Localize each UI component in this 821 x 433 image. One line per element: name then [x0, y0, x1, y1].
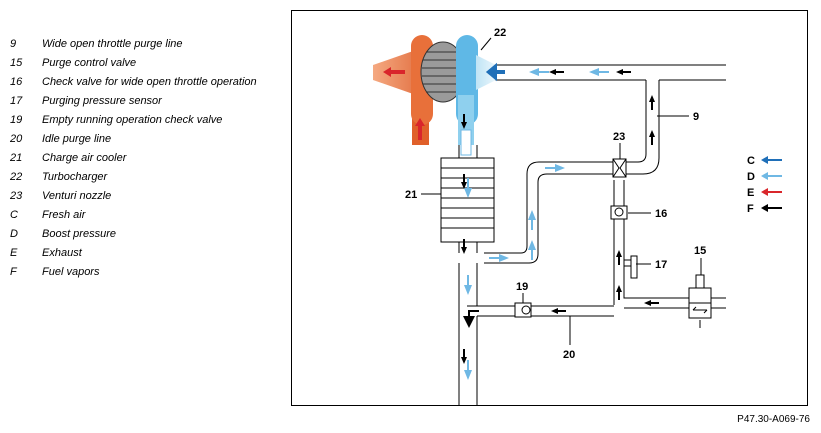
legend-item: 16 Check valve for wide open throttle ope… — [10, 76, 280, 89]
legend-text: Purging pressure sensor — [42, 95, 162, 107]
legend-text: Fresh air — [42, 209, 86, 221]
legend-code: 21 — [10, 152, 23, 164]
key-arrow-fresh-air — [761, 156, 782, 164]
legend-text: Charge air cooler — [42, 152, 127, 164]
leader-lines — [421, 37, 702, 345]
label-15: 15 — [694, 245, 706, 257]
legend-item: 9 Wide open throttle purge line — [10, 38, 280, 51]
purging-pressure-sensor — [623, 255, 638, 279]
legend-item: E Exhaust — [10, 247, 280, 260]
legend-text: Boost pressure — [42, 228, 116, 240]
legend-code: 23 — [10, 190, 23, 202]
legend-code: 16 — [10, 76, 23, 88]
key-letter: D — [747, 171, 755, 183]
legend-item: 22 Turbocharger — [10, 171, 280, 184]
charge-air-cooler — [440, 145, 495, 253]
key-arrow-exhaust — [761, 188, 782, 196]
key-arrow-boost — [761, 172, 782, 180]
label-21: 21 — [405, 189, 417, 201]
legend-item: F Fuel vapors — [10, 266, 280, 279]
flow-arrows-boost — [464, 68, 609, 380]
key-letter: C — [747, 155, 755, 167]
diagram-frame — [291, 10, 808, 406]
venturi-nozzle — [612, 158, 627, 178]
legend-text: Fuel vapors — [42, 266, 100, 278]
purge-system-diagram: 22 9 23 16 17 15 19 20 21 C D E F — [373, 27, 782, 406]
check-valve-wot — [610, 205, 628, 220]
legend-code: 22 — [10, 171, 23, 183]
legend-code: 9 — [10, 38, 17, 50]
legend-code: F — [10, 266, 17, 278]
legend-text: Empty running operation check valve — [42, 114, 223, 126]
diagram-labels: 22 9 23 16 17 15 19 20 21 — [405, 27, 706, 361]
legend-text: Turbocharger — [42, 171, 108, 183]
legend-code: E — [10, 247, 18, 259]
legend-text: Purge control valve — [42, 57, 137, 69]
label-19: 19 — [516, 281, 528, 293]
label-16: 16 — [655, 208, 667, 220]
legend-code: C — [10, 209, 18, 221]
legend-item: 23 Venturi nozzle — [10, 190, 280, 203]
legend-text: Idle purge line — [42, 133, 112, 145]
key-arrow-fuel-vapors — [761, 204, 782, 212]
legend-code: 19 — [10, 114, 23, 126]
legend-code: D — [10, 228, 18, 240]
legend-item: 19 Empty running operation check valve — [10, 114, 280, 127]
legend-item: C Fresh air — [10, 209, 280, 222]
legend-item: 20 Idle purge line — [10, 133, 280, 146]
flow-arrows-exhaust — [383, 67, 425, 140]
label-9: 9 — [693, 111, 699, 123]
key-letter: F — [747, 203, 754, 215]
key-letter: E — [747, 187, 754, 199]
legend-text: Check valve for wide open throttle opera… — [42, 76, 257, 88]
legend-item: 15 Purge control valve — [10, 57, 280, 70]
flow-color-key: C D E F — [747, 155, 782, 215]
purge-control-valve — [688, 274, 712, 328]
legend-code: 20 — [10, 133, 23, 145]
legend-code: 15 — [10, 57, 23, 69]
legend-text: Venturi nozzle — [42, 190, 112, 202]
legend-list: 9 Wide open throttle purge line 15 Purge c… — [10, 38, 280, 285]
legend-code: 17 — [10, 95, 23, 107]
legend-item: 17 Purging pressure sensor — [10, 95, 280, 108]
legend-item: 21 Charge air cooler — [10, 152, 280, 165]
figure-reference: P47.30-A069-76 — [737, 414, 810, 425]
label-17: 17 — [655, 259, 667, 271]
label-23: 23 — [613, 131, 625, 143]
legend-text: Wide open throttle purge line — [42, 38, 183, 50]
flow-arrows-fresh-air — [485, 62, 505, 82]
flow-arrows-fuel-vapors — [461, 69, 659, 364]
legend-item: D Boost pressure — [10, 228, 280, 241]
label-22: 22 — [494, 27, 506, 39]
label-20: 20 — [563, 349, 575, 361]
legend-text: Exhaust — [42, 247, 82, 259]
check-valve-empty-running — [514, 302, 532, 318]
turbocharger — [373, 35, 496, 156]
